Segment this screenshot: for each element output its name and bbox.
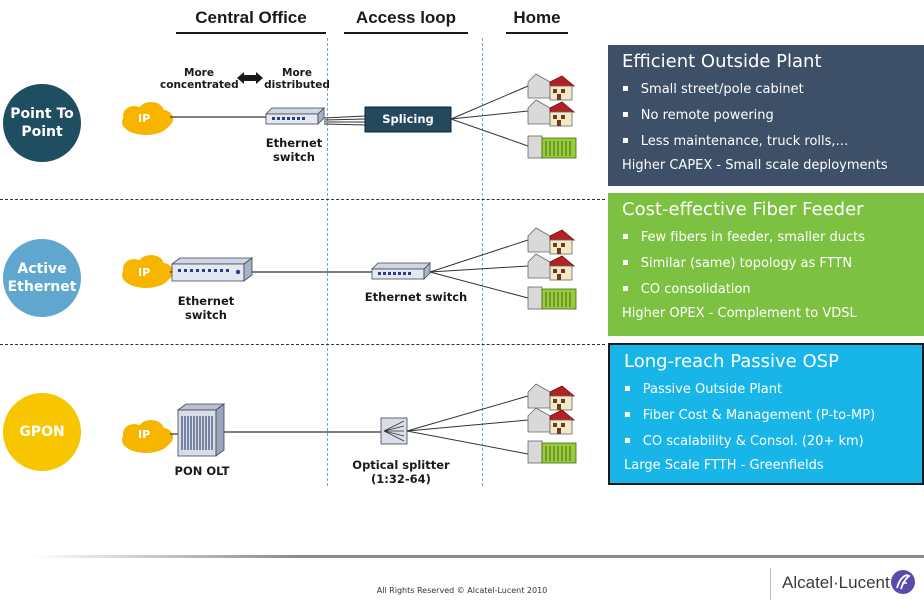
active-circle-label-1: Active xyxy=(17,260,67,277)
gpon-ip-label: IP xyxy=(138,428,151,441)
gpon-circle-label: GPON xyxy=(19,423,65,440)
panel-3-bullet: Passive Outside Plant xyxy=(624,376,922,402)
panel-1-bullet: Small street/pole cabinet xyxy=(622,76,924,102)
panel-1-title: Efficient Outside Plant xyxy=(622,51,822,72)
splitter-label: Optical splitter(1:32-64) xyxy=(352,458,450,486)
panel-2-bullet: Similar (same) topology as FTTN xyxy=(622,250,924,276)
header-central-office: Central Office xyxy=(195,8,307,27)
olt-label: PON OLT xyxy=(174,464,230,478)
p2p-circle: Point To Point xyxy=(3,84,81,162)
header-access-loop: Access loop xyxy=(355,8,457,27)
panel-1-bullet: No remote powering xyxy=(622,102,924,128)
panel-1-bullet: Less maintenance, truck rolls,… xyxy=(622,128,924,154)
splicing-label: Splicing xyxy=(382,112,434,126)
separator-co-access xyxy=(327,38,328,486)
footer-rule xyxy=(30,555,924,558)
brand-divider xyxy=(770,568,771,600)
header-central-office-underline xyxy=(176,32,326,34)
panel-1-footer: Higher CAPEX - Small scale deployments xyxy=(622,158,888,173)
panel-2-footer: Higher OPEX - Complement to VDSL xyxy=(622,306,857,321)
alcatel-lucent-logo-icon xyxy=(891,570,915,594)
panel-3-title: Long-reach Passive OSP xyxy=(624,351,839,372)
p2p-ip-label: IP xyxy=(138,112,151,125)
copyright-text: All Rights Reserved © Alcatel-Lucent 201… xyxy=(376,586,548,595)
panel-cost-effective-fiber-feeder: Cost-effective Fiber Feeder Few fibers i… xyxy=(608,193,924,336)
p2p-circle-label-2: Point xyxy=(21,124,63,140)
diagram-lines xyxy=(122,72,577,464)
active-ip-label: IP xyxy=(138,266,151,279)
panel-3-footer: Large Scale FTTH - Greenfields xyxy=(624,458,824,473)
header-access-loop-underline xyxy=(344,32,468,34)
header-home-underline xyxy=(506,32,568,34)
active-circle-label-2: Ethernet xyxy=(7,279,77,295)
row-separator-2 xyxy=(0,344,605,345)
panel-2-bullet: CO consolidation xyxy=(622,276,924,302)
header-home: Home xyxy=(513,8,561,27)
row-separator-1 xyxy=(0,199,605,200)
panel-long-reach-passive-osp: Long-reach Passive OSP Passive Outside P… xyxy=(608,343,924,485)
remote-switch-label: Ethernet switch xyxy=(364,290,468,304)
panel-2-title: Cost-effective Fiber Feeder xyxy=(622,199,864,220)
gpon-circle: GPON xyxy=(3,393,81,471)
brand-name: Alcatel·Lucent xyxy=(782,573,890,592)
panel-3-bullet: Fiber Cost & Management (P-to-MP) xyxy=(624,402,922,428)
separator-access-home xyxy=(482,38,483,486)
panel-3-bullet: CO scalability & Consol. (20+ km) xyxy=(624,428,922,454)
p2p-circle-label-1: Point To xyxy=(10,105,74,122)
panel-2-bullet: Few fibers in feeder, smaller ducts xyxy=(622,224,924,250)
panel-efficient-outside-plant: Efficient Outside Plant Small street/pol… xyxy=(608,45,924,186)
